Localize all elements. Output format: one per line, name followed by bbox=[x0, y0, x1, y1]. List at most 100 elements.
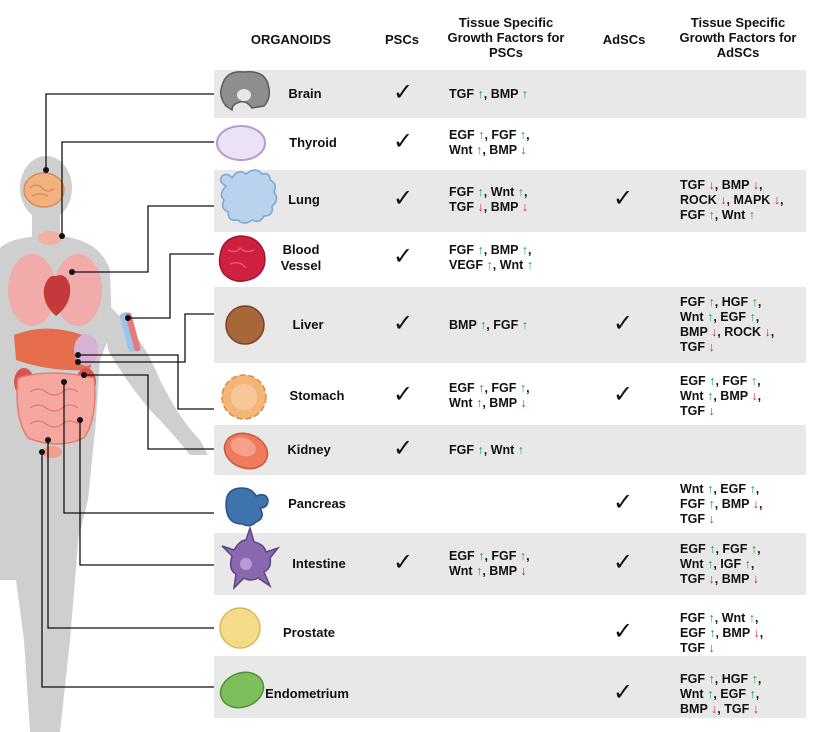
up-arrow-icon: ↑ bbox=[749, 481, 756, 496]
factor-name: Wnt bbox=[490, 442, 515, 457]
liver-adsc_gf-line: TGF ↓ bbox=[680, 340, 774, 355]
up-arrow-icon: ↑ bbox=[521, 86, 528, 101]
blood-vessel-psc_gf-line: VEGF ↑, Wnt ↑ bbox=[449, 258, 534, 272]
psc-check-thyroid: ✓ bbox=[392, 128, 414, 155]
up-arrow-icon: ↑ bbox=[476, 143, 483, 157]
down-arrow-icon: ↓ bbox=[520, 143, 527, 157]
up-arrow-icon: ↑ bbox=[476, 564, 483, 578]
factor-name: BMP bbox=[680, 701, 708, 716]
prostate-adsc_gf-growth-factors: FGF ↑, Wnt ↑,EGF ↑, BMP ↓,TGF ↓ bbox=[680, 611, 763, 656]
psc-check-liver: ✓ bbox=[392, 310, 414, 337]
psc-check-intestine: ✓ bbox=[392, 549, 414, 576]
liver-psc_gf-growth-factors: BMP ↑, FGF ↑ bbox=[449, 318, 528, 333]
lung-adsc_gf-growth-factors: TGF ↓, BMP ↓,ROCK ↓, MAPK ↓,FGF ↑, Wnt ↑ bbox=[680, 178, 784, 223]
brain-psc_gf-growth-factors: TGF ↑, BMP ↑ bbox=[449, 87, 528, 102]
factor-name: HGF bbox=[721, 671, 749, 686]
intestine-psc_gf-growth-factors: EGF ↑, FGF ↑,Wnt ↑, BMP ↓ bbox=[449, 549, 530, 579]
factor-name: FGF bbox=[722, 541, 748, 556]
up-arrow-icon: ↑ bbox=[750, 541, 758, 556]
down-arrow-icon: ↓ bbox=[708, 177, 715, 192]
factor-name: TGF bbox=[680, 403, 705, 418]
stomach-adsc_gf-line: TGF ↓ bbox=[680, 404, 761, 419]
factor-name: TGF bbox=[680, 340, 705, 354]
adsc-check-liver: ✓ bbox=[612, 310, 634, 337]
up-arrow-icon: ↑ bbox=[521, 317, 528, 332]
up-arrow-icon: ↑ bbox=[526, 258, 534, 272]
adsc-check-stomach: ✓ bbox=[612, 381, 634, 408]
factor-name: TGF bbox=[680, 571, 705, 586]
down-arrow-icon: ↓ bbox=[752, 177, 759, 192]
organoid-label-pancreas: Pancreas bbox=[288, 496, 346, 511]
factor-name: EGF bbox=[720, 310, 746, 324]
kidney-psc_gf-growth-factors: FGF ↑, Wnt ↑ bbox=[449, 443, 524, 458]
down-arrow-icon: ↓ bbox=[708, 403, 715, 418]
row-band-liver bbox=[214, 287, 806, 363]
up-arrow-icon: ↑ bbox=[709, 373, 716, 388]
header-gf-adscs: Tissue Specific Growth Factors for AdSCs bbox=[679, 15, 797, 60]
factor-name: BMP bbox=[721, 496, 750, 511]
header-adscs: AdSCs bbox=[602, 32, 646, 47]
factor-name: EGF bbox=[680, 541, 706, 556]
up-arrow-icon: ↑ bbox=[707, 556, 714, 571]
factor-name: EGF bbox=[680, 373, 706, 388]
factor-name: ROCK bbox=[680, 192, 717, 207]
up-arrow-icon: ↑ bbox=[749, 310, 756, 324]
up-arrow-icon: ↑ bbox=[521, 243, 528, 257]
pancreas-organoid-icon bbox=[225, 487, 269, 527]
up-arrow-icon: ↑ bbox=[486, 258, 493, 272]
down-arrow-icon: ↓ bbox=[477, 200, 484, 214]
row-band-endometrium bbox=[214, 656, 806, 718]
psc-check-stomach: ✓ bbox=[392, 381, 414, 408]
up-arrow-icon: ↑ bbox=[519, 381, 527, 395]
intestine-organoid-icon bbox=[221, 525, 281, 591]
lung-psc_gf-line: FGF ↑, Wnt ↑, bbox=[449, 185, 528, 199]
stomach-psc_gf-line: Wnt ↑, BMP ↓ bbox=[449, 396, 527, 410]
factor-name: BMP bbox=[680, 325, 708, 339]
factor-name: Wnt bbox=[680, 556, 704, 571]
down-arrow-icon: ↓ bbox=[752, 701, 759, 716]
factor-name: TGF bbox=[724, 701, 750, 716]
factor-name: Wnt bbox=[680, 310, 704, 324]
header-gf-pscs: Tissue Specific Growth Factors for PSCs bbox=[447, 15, 565, 60]
liver-organoid-icon bbox=[225, 305, 265, 345]
adsc-check-intestine: ✓ bbox=[612, 549, 634, 576]
stomach-psc_gf-line: EGF ↑, FGF ↑, bbox=[449, 381, 530, 395]
factor-name: TGF bbox=[680, 177, 705, 192]
lung-adsc_gf-line: FGF ↑, Wnt ↑ bbox=[680, 207, 756, 222]
up-arrow-icon: ↑ bbox=[708, 671, 715, 686]
factor-name: FGF bbox=[449, 185, 474, 199]
up-arrow-icon: ↑ bbox=[478, 128, 485, 142]
factor-name: EGF bbox=[720, 481, 746, 496]
factor-name: EGF bbox=[680, 625, 706, 640]
factor-name: BMP bbox=[449, 317, 477, 332]
kidney-psc_gf-line: FGF ↑, Wnt ↑ bbox=[449, 442, 525, 457]
factor-name: FGF bbox=[491, 128, 517, 142]
up-arrow-icon: ↑ bbox=[751, 671, 758, 686]
lung-adsc_gf-line: TGF ↓, BMP ↓, bbox=[680, 177, 763, 192]
organoid-label-lung: Lung bbox=[288, 192, 320, 207]
factor-name: VEGF bbox=[449, 258, 484, 272]
psc-check-kidney: ✓ bbox=[392, 435, 414, 462]
up-arrow-icon: ↑ bbox=[748, 207, 756, 222]
up-arrow-icon: ↑ bbox=[709, 625, 716, 640]
factor-name: Wnt bbox=[449, 396, 473, 410]
pancreas-adsc_gf-line: FGF ↑, BMP ↓, bbox=[680, 496, 763, 511]
factor-name: FGF bbox=[449, 243, 474, 257]
factor-name: EGF bbox=[449, 128, 475, 142]
down-arrow-icon: ↓ bbox=[521, 200, 528, 214]
psc-check-brain: ✓ bbox=[392, 79, 414, 106]
down-arrow-icon: ↓ bbox=[708, 340, 715, 354]
factor-name: BMP bbox=[490, 200, 519, 214]
factor-name: Wnt bbox=[490, 185, 515, 199]
blood-vessel-organoid-icon bbox=[218, 235, 266, 282]
endometrium-adsc_gf-growth-factors: FGF ↑, HGF ↑,Wnt ↑, EGF ↑,BMP ↓, TGF ↓ bbox=[680, 672, 761, 717]
prostate-adsc_gf-line: TGF ↓ bbox=[680, 641, 763, 656]
factor-name: ROCK bbox=[724, 325, 762, 339]
down-arrow-icon: ↓ bbox=[520, 564, 527, 578]
down-arrow-icon: ↓ bbox=[708, 571, 715, 586]
up-arrow-icon: ↑ bbox=[478, 549, 485, 563]
factor-name: EGF bbox=[449, 381, 475, 395]
intestine-adsc_gf-line: EGF ↑, FGF ↑, bbox=[680, 541, 761, 556]
